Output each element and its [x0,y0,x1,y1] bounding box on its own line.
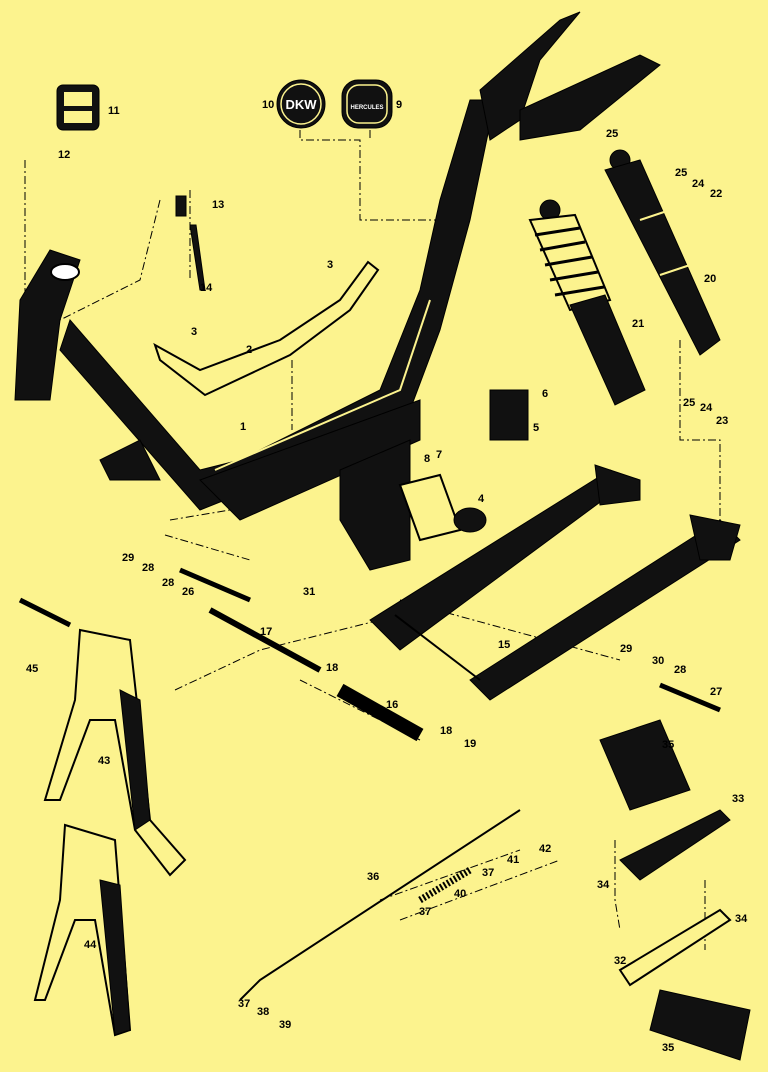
part-label: 24 [700,402,713,414]
frame-badge-plate [56,84,100,131]
part-label: 30 [652,655,664,667]
bushing-sleeve [453,507,487,533]
part-label: 28 [162,577,174,589]
part-label: 26 [182,586,194,598]
part-label: 37 [419,906,431,918]
part-label: 16 [386,699,398,711]
part-label: 10 [262,99,274,111]
part-label: 45 [26,663,38,675]
part-label: 38 [257,1006,269,1018]
part-labels: 11 12 10 9 13 14 3 3 2 1 25 25 24 22 20 … [26,99,748,1054]
part-label: 25 [683,397,695,409]
shock-absorber-spring [528,199,646,406]
bushing [398,473,462,542]
part-label: 7 [436,449,442,461]
carrier-rail [153,260,380,397]
part-label: 6 [542,388,548,400]
part-label: 35 [662,739,674,751]
part-label: 11 [108,105,120,117]
hercules-logo: HERCULES [341,79,393,129]
swing-arm-bolt [208,607,322,673]
part-label: 33 [732,793,744,805]
bolt [659,682,721,713]
part-label: 35 [662,1042,674,1054]
stand-bolt [18,597,72,628]
part-label: 25 [675,167,687,179]
part-label: 40 [454,888,466,900]
part-label: 8 [424,453,430,465]
pedal-upper [599,719,731,881]
part-label: 34 [597,879,610,891]
part-label: 24 [692,178,705,190]
part-label: 18 [440,725,452,737]
bracket-block [489,389,529,441]
part-label: 13 [212,199,224,211]
bolt [179,567,251,603]
part-label: 21 [632,318,644,330]
part-label: 27 [710,686,722,698]
brake-spring [418,866,472,904]
svg-text:HERCULES: HERCULES [350,105,383,111]
part-label: 37 [482,867,494,879]
part-label: 25 [606,128,618,140]
part-label: 2 [246,344,252,356]
part-label: 39 [279,1019,291,1031]
part-label: 5 [533,422,539,434]
part-label: 28 [674,664,686,676]
part-label: 44 [84,939,97,951]
part-label: 36 [367,871,379,883]
part-label: 34 [735,913,748,925]
svg-text:DKW: DKW [285,97,317,112]
pedal-lower [618,908,751,1061]
spacer-tube [336,683,424,742]
brake-rod [239,809,521,1001]
part-label: 23 [716,415,728,427]
dkw-logo: DKW [276,79,326,129]
part-label: 4 [478,493,485,505]
part-label: 43 [98,755,110,767]
steering-lock [175,195,206,291]
part-label: 15 [498,639,510,651]
part-label: 37 [238,998,250,1010]
part-label: 12 [58,149,70,161]
part-label: 20 [704,273,716,285]
part-label: 32 [614,955,626,967]
part-label: 1 [240,421,246,433]
part-label: 18 [326,662,338,674]
part-label: 42 [539,843,551,855]
shock-absorber-covered [604,149,721,356]
part-label: 3 [191,326,197,338]
part-label: 29 [620,643,632,655]
part-label: 28 [142,562,154,574]
part-label: 29 [122,552,134,564]
part-label: 17 [260,626,272,638]
part-label: 19 [464,738,476,750]
part-label: 14 [200,282,213,294]
part-label: 41 [507,854,519,866]
part-label: 22 [710,188,722,200]
part-label: 9 [396,99,402,111]
part-label: 3 [327,259,333,271]
main-frame [14,11,661,571]
swing-arm [369,464,741,701]
part-label: 31 [303,586,315,598]
